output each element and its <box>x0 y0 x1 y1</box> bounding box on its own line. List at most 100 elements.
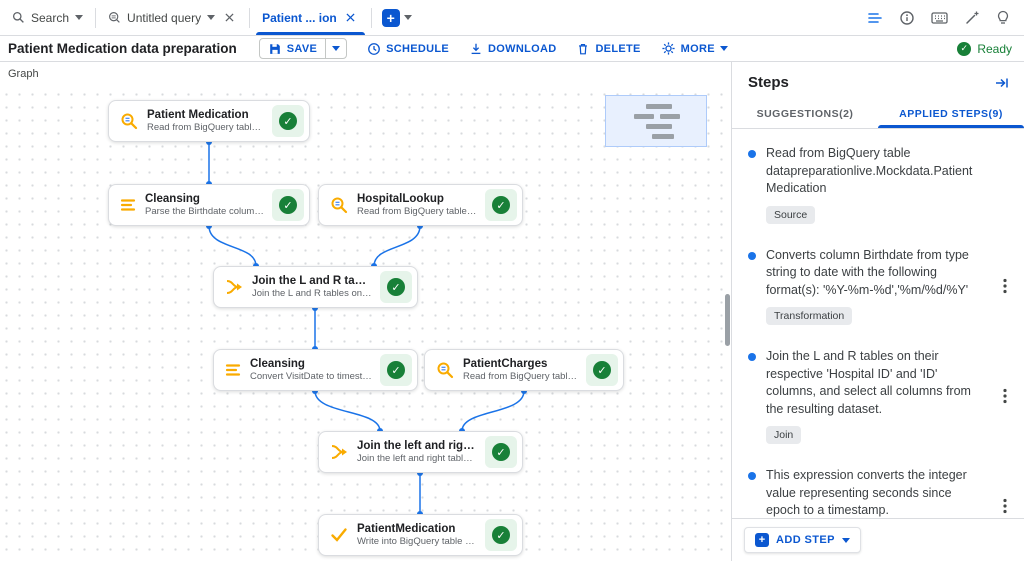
plus-icon: + <box>381 8 400 27</box>
step-type-badge: Transformation <box>766 307 853 325</box>
join-icon <box>329 442 349 462</box>
edge-connections <box>206 139 527 517</box>
more-button[interactable]: MORE <box>661 41 728 56</box>
close-tab-icon[interactable] <box>343 10 359 26</box>
tab-suggestions[interactable]: SUGGESTIONS(2) <box>756 108 854 120</box>
magic-wand-button[interactable] <box>964 10 980 26</box>
step-text: Converts column Birthdate from type stri… <box>766 247 969 297</box>
node-status-success: ✓ <box>485 436 517 468</box>
kebab-menu-icon <box>1003 278 1007 293</box>
node-status-success: ✓ <box>485 519 517 551</box>
info-icon <box>900 10 914 25</box>
save-button[interactable]: SAVE <box>260 39 325 58</box>
delete-button[interactable]: DELETE <box>576 42 640 56</box>
status-badge: ✓ Ready <box>957 41 1012 56</box>
node-patientcharges-source[interactable]: PatientCharges Read from BigQuery table … <box>424 349 624 391</box>
add-tab-menu-button[interactable] <box>403 15 412 20</box>
step-dot-icon <box>748 353 756 361</box>
node-title: Join the left and right tab... <box>357 440 477 452</box>
node-status-success: ✓ <box>272 189 304 221</box>
step-item-2[interactable]: Converts column Birthdate from type stri… <box>732 235 1024 337</box>
shortcuts-button[interactable] <box>931 11 948 25</box>
query-icon <box>109 12 120 23</box>
graph-minimap[interactable] <box>605 95 707 147</box>
node-subtitle: Read from BigQuery table dat... <box>357 206 477 217</box>
step-item-1[interactable]: Read from BigQuery table datapreparation… <box>732 133 1024 235</box>
step-menu-button[interactable] <box>994 498 1016 514</box>
node-patientmedication-sink[interactable]: PatientMedication Write into BigQuery ta… <box>318 514 523 556</box>
source-icon <box>435 360 455 380</box>
step-text: Read from BigQuery table datapreparation… <box>766 146 973 195</box>
download-button[interactable]: DOWNLOAD <box>469 42 556 56</box>
graph-label: Graph <box>8 68 39 80</box>
step-menu-button[interactable] <box>994 278 1016 294</box>
source-icon <box>329 195 349 215</box>
node-status-success: ✓ <box>380 271 412 303</box>
step-type-badge: Join <box>766 426 802 444</box>
node-subtitle: Join the L and R tables on the... <box>252 288 372 299</box>
close-tab-icon[interactable] <box>221 10 237 26</box>
assistant-button[interactable] <box>996 10 1010 26</box>
dot-grid[interactable]: Patient Medication Read from BigQuery ta… <box>0 88 731 561</box>
add-step-button[interactable]: + ADD STEP <box>744 527 861 553</box>
node-join-l-r[interactable]: Join the L and R tables o... Join the L … <box>213 266 418 308</box>
save-options-button[interactable] <box>325 39 346 58</box>
divider <box>249 7 251 28</box>
panel-title: Steps <box>748 74 789 91</box>
node-subtitle: Read from BigQuery table dat... <box>463 371 578 382</box>
add-tab-button[interactable]: + <box>381 8 400 27</box>
node-join-left-right[interactable]: Join the left and right tab... Join the … <box>318 431 523 473</box>
node-hospitallookup-source[interactable]: HospitalLookup Read from BigQuery table … <box>318 184 523 226</box>
node-title: PatientCharges <box>463 358 548 370</box>
source-icon <box>119 111 139 131</box>
tab-applied-steps[interactable]: APPLIED STEPS(9) <box>878 99 1024 128</box>
job-list-button[interactable] <box>867 10 883 26</box>
steps-tabs: SUGGESTIONS(2) APPLIED STEPS(9) <box>732 99 1024 129</box>
step-menu-button[interactable] <box>994 388 1016 404</box>
step-item-3[interactable]: Join the L and R tables on their respect… <box>732 336 1024 455</box>
join-icon <box>224 277 244 297</box>
step-dot-icon <box>748 472 756 480</box>
steps-panel: Steps SUGGESTIONS(2) APPLIED STEPS(9) Re… <box>732 62 1024 561</box>
node-title: HospitalLookup <box>357 193 444 205</box>
schedule-button[interactable]: SCHEDULE <box>367 42 449 56</box>
tab-untitled-query[interactable]: Untitled query <box>96 0 249 35</box>
schedule-label: SCHEDULE <box>386 42 450 55</box>
step-text: Join the L and R tables on their respect… <box>766 349 971 416</box>
search-menu[interactable]: Search <box>0 0 95 35</box>
info-button[interactable] <box>899 10 915 26</box>
tab-patient-medication[interactable]: Patient ... ion <box>250 0 371 35</box>
delete-label: DELETE <box>595 42 641 55</box>
search-label: Search <box>31 10 70 25</box>
check-icon: ✓ <box>279 196 297 214</box>
magic-wand-icon <box>966 11 979 24</box>
step-dot-icon <box>748 251 756 260</box>
node-patient-medication-source[interactable]: Patient Medication Read from BigQuery ta… <box>108 100 310 142</box>
tab-label: Untitled query <box>127 10 202 25</box>
node-cleansing-birthdate[interactable]: Cleansing Parse the Birthdate column u..… <box>108 184 310 226</box>
divider <box>95 7 97 28</box>
plus-icon: + <box>755 533 769 547</box>
node-title: Cleansing <box>250 358 305 370</box>
node-status-success: ✓ <box>380 354 412 386</box>
collapse-panel-button[interactable] <box>994 75 1010 91</box>
node-subtitle: Read from BigQuery table dat... <box>147 122 264 133</box>
check-icon: ✓ <box>387 361 405 379</box>
node-subtitle: Parse the Birthdate column u... <box>145 206 264 217</box>
save-label: SAVE <box>286 42 318 55</box>
kebab-menu-icon <box>1003 499 1007 514</box>
list-icon <box>868 12 882 23</box>
node-cleansing-visitdate[interactable]: Cleansing Convert VisitDate to timesta..… <box>213 349 418 391</box>
save-icon <box>269 43 280 54</box>
node-subtitle: Write into BigQuery table data... <box>357 536 477 547</box>
graph-canvas[interactable]: Graph <box>0 62 732 561</box>
divider <box>370 7 372 28</box>
gear-icon <box>662 42 675 55</box>
step-item-4[interactable]: This expression converts the integer val… <box>732 455 1024 518</box>
check-icon: ✓ <box>593 361 611 379</box>
node-subtitle: Join the left and right tables o... <box>357 453 477 464</box>
clock-icon <box>368 42 381 55</box>
canvas-scrollbar[interactable] <box>725 294 730 346</box>
chevron-down-icon <box>207 15 216 20</box>
add-step-label: ADD STEP <box>776 534 835 546</box>
